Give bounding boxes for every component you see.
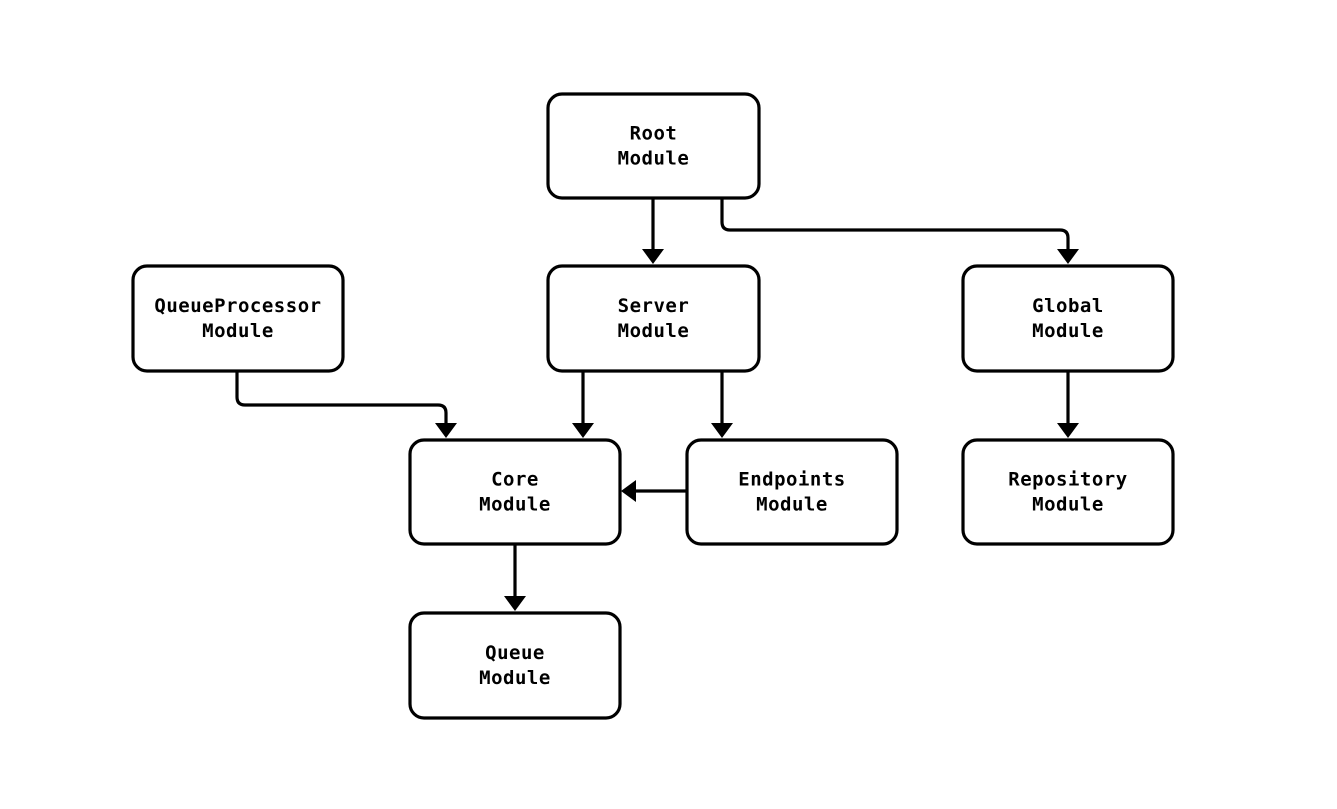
- edge-line: [235, 371, 448, 424]
- edge-arrowhead: [621, 480, 636, 502]
- node-box-queueprocessor[interactable]: [131, 264, 345, 373]
- node-label-global-line2: Module: [1032, 320, 1104, 342]
- node-box-root[interactable]: [546, 92, 761, 200]
- edge-layer: [235, 198, 1079, 611]
- edge-line: [720, 198, 1070, 250]
- node-box-global[interactable]: [961, 264, 1175, 373]
- edge-server-to-endpoints: [711, 371, 733, 438]
- node-label-root-line1: Root: [630, 123, 678, 145]
- node-box-queue[interactable]: [408, 611, 622, 720]
- node-label-queue-line2: Module: [479, 667, 551, 689]
- edge-core-to-queue: [504, 544, 526, 611]
- node-label-server-line2: Module: [618, 320, 690, 342]
- node-label-queue-line1: Queue: [485, 642, 545, 664]
- edge-queueprocessor-to-core: [235, 371, 457, 438]
- node-label-server-line1: Server: [618, 295, 690, 317]
- node-label-repository-line2: Module: [1032, 494, 1104, 516]
- node-label-queueprocessor-line1: QueueProcessor: [154, 295, 321, 317]
- node-label-queueprocessor-line2: Module: [202, 320, 274, 342]
- node-label-global-line1: Global: [1032, 295, 1104, 317]
- node-label-core-line2: Module: [479, 494, 551, 516]
- edge-root-to-global: [720, 198, 1079, 264]
- edge-arrowhead: [1057, 249, 1079, 264]
- edge-root-to-server: [642, 198, 664, 264]
- node-box-core[interactable]: [408, 438, 622, 546]
- node-box-repository[interactable]: [961, 438, 1175, 546]
- node-box-endpoints[interactable]: [685, 438, 899, 546]
- edge-arrowhead: [642, 249, 664, 264]
- node-layer: RootModuleQueueProcessorModuleServerModu…: [131, 92, 1175, 720]
- node-label-core-line1: Core: [491, 469, 539, 491]
- edge-global-to-repository: [1057, 371, 1079, 438]
- node-label-repository-line1: Repository: [1008, 469, 1127, 491]
- edge-arrowhead: [572, 423, 594, 438]
- node-label-endpoints-line1: Endpoints: [738, 469, 845, 491]
- edge-arrowhead: [435, 423, 457, 438]
- edge-arrowhead: [1057, 423, 1079, 438]
- node-label-root-line2: Module: [618, 148, 690, 170]
- edge-arrowhead: [504, 596, 526, 611]
- node-box-server[interactable]: [546, 264, 761, 373]
- edge-endpoints-to-core: [621, 480, 687, 502]
- edge-arrowhead: [711, 423, 733, 438]
- node-label-endpoints-line2: Module: [756, 494, 828, 516]
- edge-server-to-core: [572, 371, 594, 438]
